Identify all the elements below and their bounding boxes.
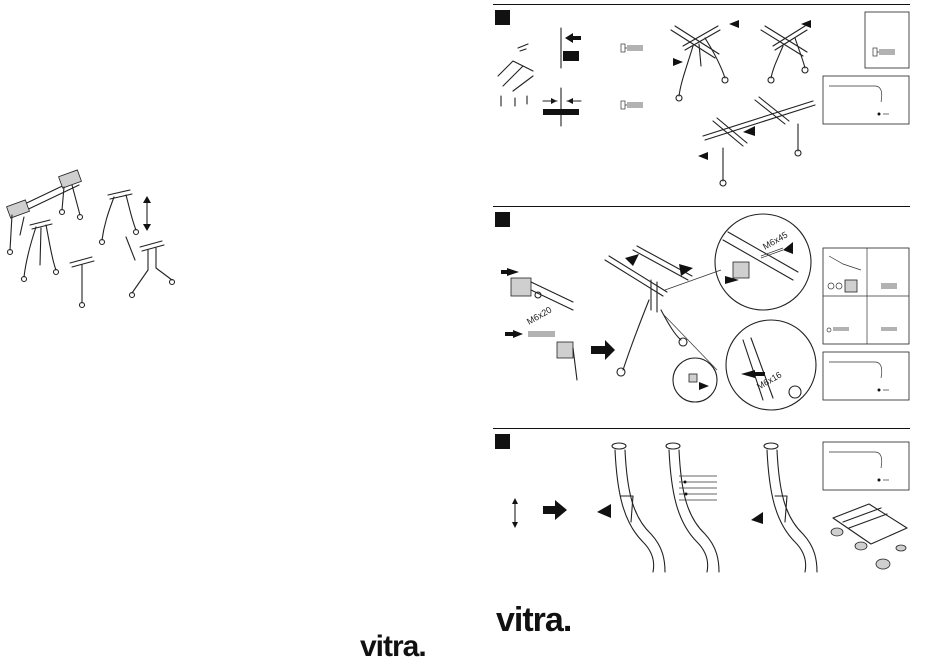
brand-logo-right: vitra. [496,603,571,637]
parts-box-bolts [865,12,909,68]
completed-frame-drawing [831,504,907,569]
t-leg-drawing [126,237,175,298]
leg-frame-drawing-a [22,220,59,282]
height-adjust-arrow [143,196,151,231]
long-beam-assembly [698,97,815,186]
panel-divider-2 [493,428,910,429]
leg-frame-drawing-c [70,257,94,308]
leg-frame-beam-1 [671,20,739,101]
parts-box-allen-key-2 [823,352,909,400]
leg-tube-2 [666,443,719,572]
zoom-connector-line [663,270,721,370]
connector-block-detail [501,268,573,310]
leg-frame-beam-2 [761,20,811,83]
leg-with-rails-drawing [605,246,693,376]
leg-tube-1 [597,443,665,572]
zoom-detail-m6x16: M6x16 [726,320,816,410]
direction-arrow [591,340,615,360]
zoom-detail-small [673,358,717,402]
bolt-m6x20-detail: M6x20 [505,305,577,380]
leg-frame-drawing-b [100,190,139,245]
clamp-symbol-closed [543,88,581,126]
step-1-illustration [493,6,913,206]
zoom-detail-m6x45: M6x45 [715,214,811,310]
panel-divider-top [493,4,910,5]
bolt-icon-a [621,44,643,52]
leg-tube-3 [751,443,817,572]
exploded-sketch [498,44,533,106]
parts-box-allen-key [823,76,909,124]
height-adjust-arrow-3 [512,498,518,528]
beam-table-drawing [7,170,83,255]
panel-divider-1 [493,206,910,207]
bolt-icon-b [621,101,643,109]
step-3-illustration [493,432,913,577]
brand-logo-left: vitra. [360,632,426,662]
parts-box-allen-key-3 [823,442,909,490]
overview-illustration [0,165,200,315]
step-2-illustration: M6x20 M6x45 M6x16 [493,210,913,424]
clamp-symbol-open [561,28,581,68]
bolt-label-m6x20: M6x20 [525,305,553,327]
direction-arrow-3 [543,500,567,520]
